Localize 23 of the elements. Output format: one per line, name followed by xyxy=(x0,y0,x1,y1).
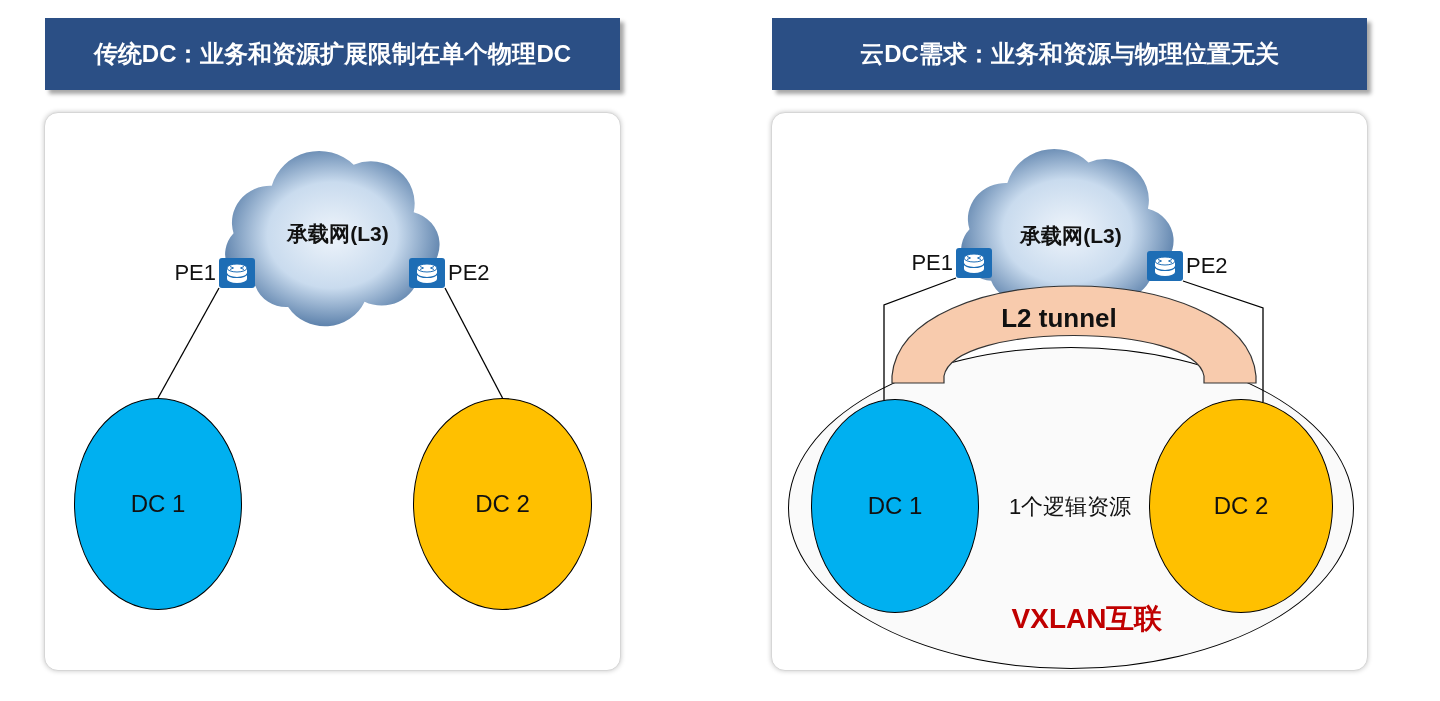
panel-card xyxy=(771,112,1368,671)
interconnect-label: VXLAN互联 xyxy=(1011,602,1163,636)
header-title: 传统DC：业务和资源扩展限制在单个物理DC xyxy=(93,40,572,68)
tunnel-label: L2 tunnel xyxy=(1001,304,1117,334)
cloud-label: 承载网(L3) xyxy=(1020,223,1122,249)
panel-card xyxy=(44,112,621,671)
connector-line xyxy=(157,287,220,399)
device-label: PE1 xyxy=(911,250,953,276)
header-banner xyxy=(45,18,620,90)
datacenter-label: DC 1 xyxy=(867,492,923,520)
connector-line xyxy=(444,287,504,399)
device-label: PE1 xyxy=(174,260,216,286)
region-label: 1个逻辑资源 xyxy=(1008,494,1132,520)
header-title: 云DC需求：业务和资源与物理位置无关 xyxy=(860,40,1279,68)
connector-line xyxy=(1182,280,1264,403)
device-label: PE2 xyxy=(1186,253,1228,279)
cloud-label: 承载网(L3) xyxy=(287,221,389,247)
device-label: PE2 xyxy=(448,260,490,286)
connector-line xyxy=(883,277,957,401)
datacenter-label: DC 2 xyxy=(1213,492,1269,520)
header-banner xyxy=(772,18,1367,90)
datacenter-label: DC 2 xyxy=(475,490,530,518)
datacenter-label: DC 1 xyxy=(130,490,186,518)
